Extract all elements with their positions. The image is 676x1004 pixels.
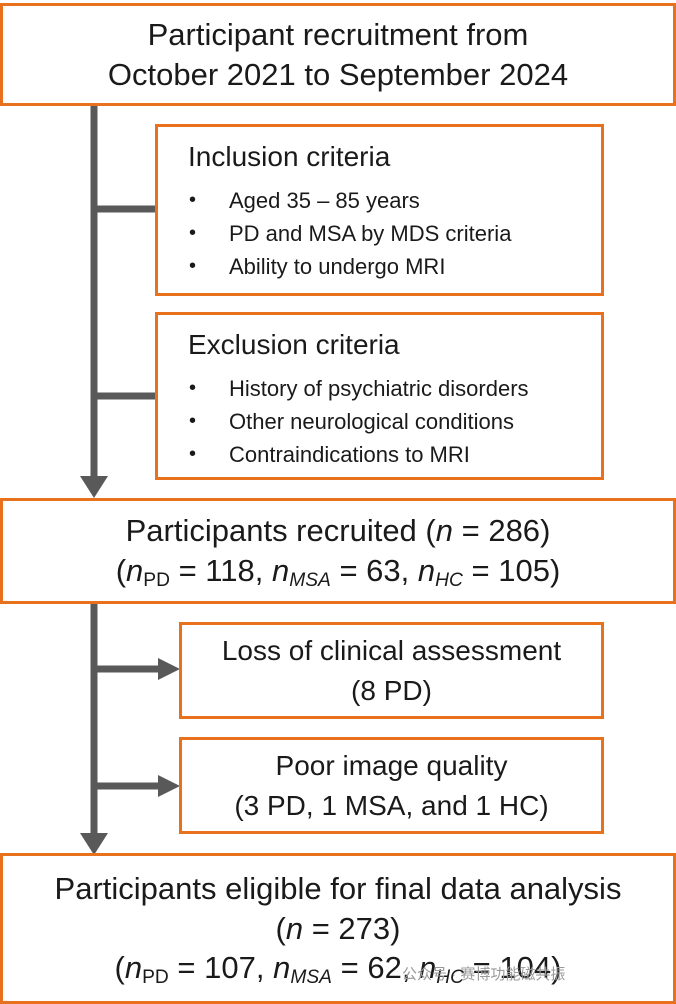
loss-box: Loss of clinical assessment (8 PD) bbox=[179, 622, 604, 719]
arrowhead-to-recruited bbox=[80, 476, 108, 498]
inclusion-criteria-box: Inclusion criteria Aged 35 – 85 years PD… bbox=[155, 124, 604, 296]
msa-value: 62 bbox=[367, 950, 402, 986]
exclusion-criteria-box: Exclusion criteria History of psychiatri… bbox=[155, 312, 604, 480]
msa-label: MSA bbox=[289, 569, 331, 591]
pd-value: 118 bbox=[205, 553, 255, 588]
pd-label: PD bbox=[142, 967, 169, 989]
n-symbol: n bbox=[285, 910, 304, 946]
quality-box: Poor image quality (3 PD, 1 MSA, and 1 H… bbox=[179, 737, 604, 834]
recruitment-line1: Participant recruitment from bbox=[147, 16, 529, 52]
hc-value: 104 bbox=[499, 950, 552, 986]
inclusion-item: Ability to undergo MRI bbox=[186, 250, 511, 283]
recruited-line1: Participants recruited (n = 286) bbox=[126, 511, 551, 551]
exclusion-list: History of psychiatric disorders Other n… bbox=[186, 372, 529, 471]
hc-label: HC bbox=[436, 967, 465, 989]
n-symbol: n bbox=[435, 513, 453, 549]
msa-value: 63 bbox=[366, 553, 401, 588]
exclusion-item: Other neurological conditions bbox=[186, 405, 529, 438]
exclusion-item: Contraindications to MRI bbox=[186, 438, 529, 471]
hc-label: HC bbox=[435, 569, 463, 591]
exclusion-title: Exclusion criteria bbox=[188, 329, 400, 360]
eq: = bbox=[452, 513, 489, 549]
recruitment-box: Participant recruitment from October 202… bbox=[0, 3, 676, 106]
arrowhead-to-quality bbox=[158, 775, 180, 797]
final-line3: (nPD = 107, nMSA = 62, nHC = 104) bbox=[114, 950, 562, 989]
recruited-line2: (nPD = 118, nMSA = 63, nHC = 105) bbox=[115, 553, 561, 591]
recruitment-line2: October 2021 to September 2024 bbox=[107, 56, 569, 92]
recruited-box: Participants recruited (n = 286) (nPD = … bbox=[0, 498, 676, 604]
final-box: Participants eligible for final data ana… bbox=[0, 853, 676, 1004]
loss-line1: Loss of clinical assessment bbox=[221, 635, 562, 667]
msa-label: MSA bbox=[290, 967, 332, 989]
inclusion-item: PD and MSA by MDS criteria bbox=[186, 217, 511, 250]
arrowhead-to-final bbox=[80, 833, 108, 855]
arrowhead-to-loss bbox=[158, 658, 180, 680]
recruited-suffix: ) bbox=[540, 513, 551, 549]
hc-value: 105 bbox=[498, 553, 550, 588]
inclusion-title: Inclusion criteria bbox=[188, 141, 391, 172]
final-line1: Participants eligible for final data ana… bbox=[54, 870, 622, 906]
inclusion-item: Aged 35 – 85 years bbox=[186, 184, 511, 217]
final-line2: (n = 273) bbox=[275, 910, 401, 946]
exclusion-item: History of psychiatric disorders bbox=[186, 372, 529, 405]
recruited-n-value: 286 bbox=[488, 513, 541, 549]
quality-line2: (3 PD, 1 MSA, and 1 HC) bbox=[234, 789, 549, 821]
recruited-prefix: Participants recruited ( bbox=[125, 513, 436, 549]
final-n-value: 273 bbox=[338, 910, 391, 946]
loss-line2: (8 PD) bbox=[351, 674, 432, 706]
watermark-text: 公众号 · 赛博功能磁共振 bbox=[402, 966, 566, 983]
inclusion-list: Aged 35 – 85 years PD and MSA by MDS cri… bbox=[186, 184, 511, 283]
pd-label: PD bbox=[143, 569, 170, 591]
pd-value: 107 bbox=[204, 950, 256, 986]
quality-line1: Poor image quality bbox=[275, 750, 508, 782]
